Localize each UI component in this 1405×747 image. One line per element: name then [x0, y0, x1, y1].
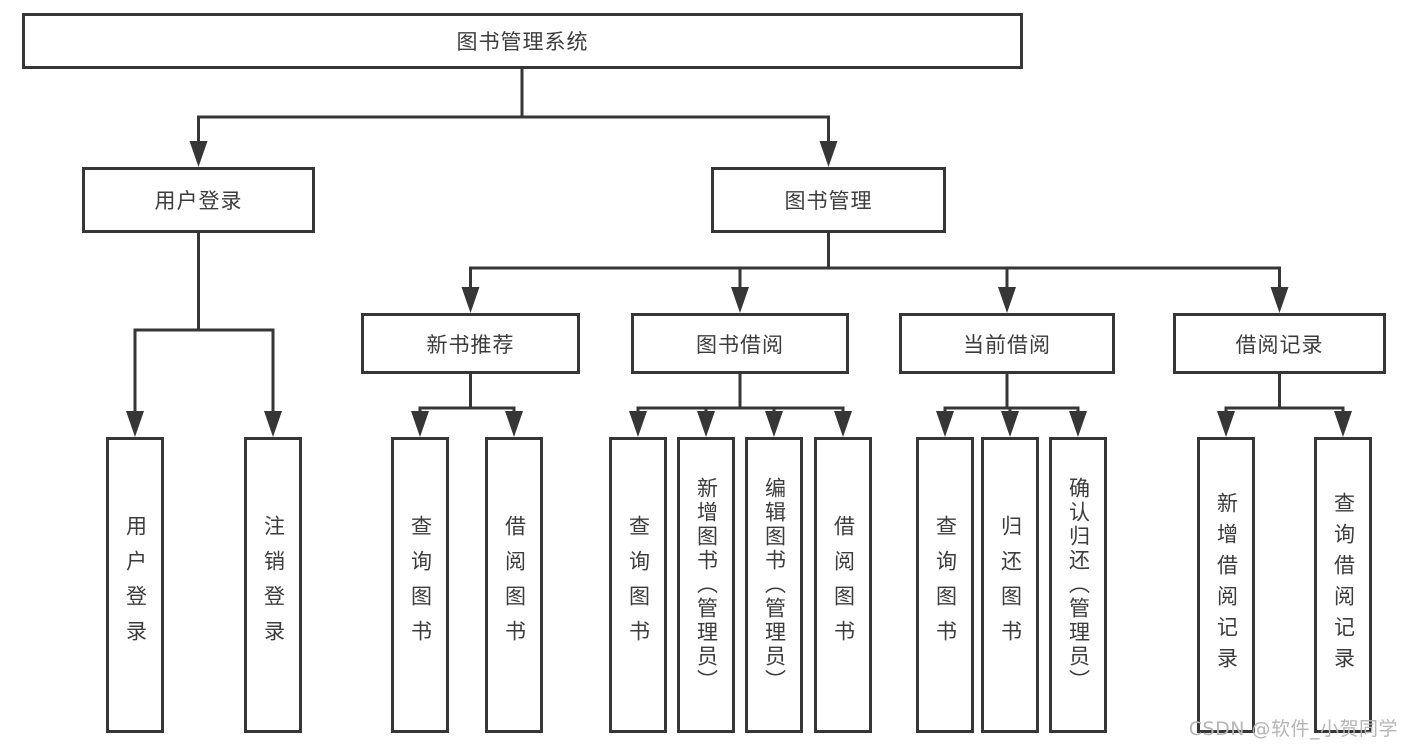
csdn-watermark: CSDN @软件_小贺同学 — [1188, 718, 1398, 740]
leaf-label: 注销登录 — [261, 515, 286, 655]
leaf-label: 查询图书 — [408, 515, 433, 655]
node-label: 图书借阅 — [696, 332, 784, 357]
leaf-add-borrow-record: 新增借阅记录 — [1197, 437, 1255, 733]
leaf-borrow-books-1: 借阅图书 — [485, 437, 543, 733]
leaf-label: 用户登录 — [123, 515, 148, 655]
leaf-query-books-1: 查询图书 — [391, 437, 449, 733]
node-current-borrowing: 当前借阅 — [899, 313, 1115, 374]
connector-path — [133, 68, 1345, 412]
leaf-user-login: 用户登录 — [106, 437, 164, 733]
leaf-label: 新增图书（管理员） — [694, 477, 719, 693]
leaf-label: 查询借阅记录 — [1331, 492, 1356, 678]
node-book-management-branch: 图书管理 — [711, 167, 946, 233]
node-label: 当前借阅 — [963, 332, 1051, 357]
node-new-book-recommendation: 新书推荐 — [361, 313, 580, 374]
leaf-label: 编辑图书（管理员） — [762, 477, 787, 693]
node-label: 新书推荐 — [426, 332, 515, 357]
leaf-edit-books-admin: 编辑图书（管理员） — [745, 437, 803, 733]
leaf-label: 确认归还（管理员） — [1066, 477, 1091, 693]
leaf-label: 新增借阅记录 — [1214, 492, 1239, 678]
leaf-label: 归还图书 — [998, 515, 1023, 655]
node-book-borrowing: 图书借阅 — [631, 313, 849, 374]
node-label: 用户登录 — [154, 189, 243, 213]
leaf-return-books: 归还图书 — [981, 437, 1039, 733]
leaf-add-books-admin: 新增图书（管理员） — [677, 437, 735, 733]
node-label: 借阅记录 — [1235, 332, 1324, 357]
leaf-query-books-2: 查询图书 — [609, 437, 667, 733]
node-root-library-system: 图书管理系统 — [22, 13, 1023, 69]
node-borrowing-records: 借阅记录 — [1173, 313, 1386, 374]
node-user-login-branch: 用户登录 — [82, 167, 315, 233]
leaf-confirm-return-admin: 确认归还（管理员） — [1049, 437, 1107, 733]
node-label: 图书管理 — [784, 189, 873, 213]
arrowheads — [126, 141, 1352, 437]
leaf-query-borrow-record: 查询借阅记录 — [1314, 437, 1372, 733]
leaf-logout: 注销登录 — [244, 437, 302, 733]
leaf-label: 借阅图书 — [502, 515, 527, 655]
leaf-label: 查询图书 — [933, 515, 958, 655]
leaf-label: 借阅图书 — [831, 515, 856, 655]
leaf-label: 查询图书 — [626, 515, 651, 655]
node-label: 图书管理系统 — [456, 30, 589, 54]
leaf-borrow-books-2: 借阅图书 — [814, 437, 872, 733]
leaf-query-books-3: 查询图书 — [916, 437, 974, 733]
